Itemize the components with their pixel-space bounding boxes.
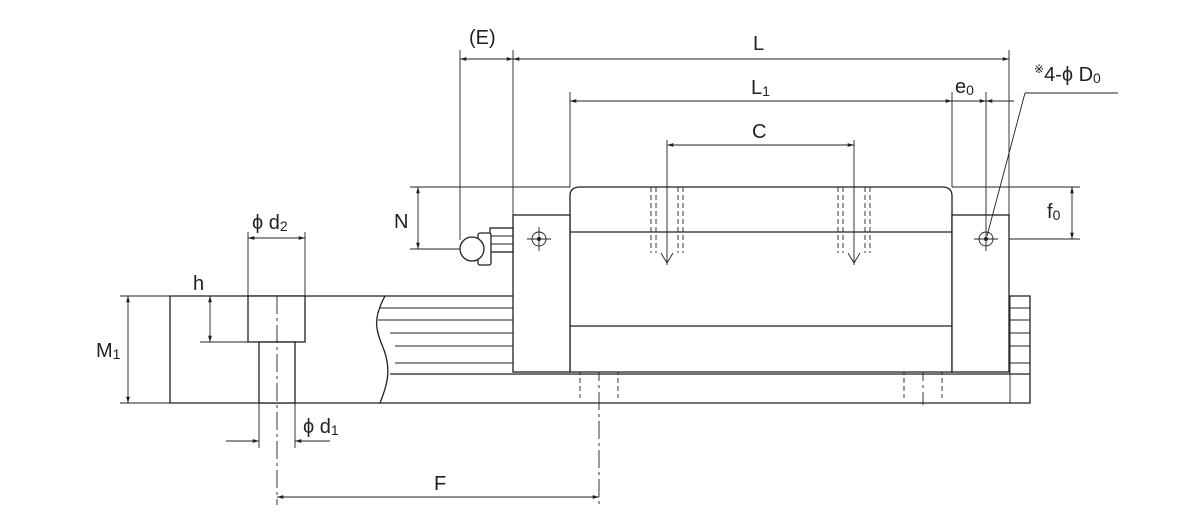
label-m1: M1	[96, 340, 121, 362]
mounting-hole	[247, 295, 306, 505]
tapped-holes-hidden	[650, 140, 871, 265]
label-l1: L1	[751, 77, 770, 99]
label-d1: ϕ d1	[303, 416, 339, 438]
label-f0: f0	[1047, 201, 1061, 223]
grease-nipple	[459, 227, 514, 266]
end-cap-left	[512, 214, 571, 373]
label-n: N	[394, 211, 408, 233]
label-e: (E)	[469, 27, 496, 49]
label-h: h	[193, 273, 204, 295]
rail-hole-hidden-lines	[579, 363, 943, 505]
label-d0: ※4-ϕ D0	[1034, 62, 1101, 86]
end-cap-right	[951, 214, 1010, 373]
label-d2: ϕ d2	[252, 212, 288, 234]
label-c: C	[752, 121, 766, 143]
dimension-lines	[120, 50, 1118, 499]
label-l: L	[753, 33, 764, 55]
block-body	[569, 186, 953, 373]
label-f: F	[434, 473, 446, 495]
label-e0: e0	[955, 76, 974, 98]
